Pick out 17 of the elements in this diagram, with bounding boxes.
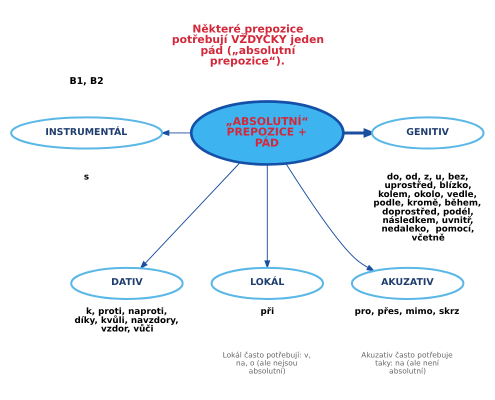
node-ellipse: DATIV <box>70 266 184 300</box>
node-label: pro, přes, mimo, skrz <box>354 307 460 318</box>
node-ellipse: LOKÁL <box>210 266 324 300</box>
node-ellipse: „ABSOLUTNÍ“ PREPOZICE + PÁD <box>190 100 345 166</box>
node-label: do, od, z, u, bez, uprostřed, blízko, kolem, okolo, vedle, podle, kromě, během, doprostřed, podél, následkem, uvnitř, nedaleko, pomocí, včetně <box>373 172 482 244</box>
node-ellipse: INSTRUMENTÁL <box>10 116 164 150</box>
label: B1, B2 <box>70 76 104 87</box>
node-label: s <box>84 172 90 182</box>
arrow <box>140 162 241 270</box>
diagram-title: Některé prepozice potřebují VŽDYCKY jeden pád („absolutní prepozice“). <box>172 22 324 68</box>
node-ellipse: AKUZATIV <box>350 266 464 300</box>
arrow <box>285 162 376 272</box>
node-label: při <box>260 307 274 318</box>
arrow <box>160 130 192 136</box>
node-label: k, proti, naproti, díky, kvůli, navzdory, vzdor, vůči <box>74 307 179 335</box>
node-ellipse: GENITIV <box>371 116 485 150</box>
arrow <box>264 164 270 269</box>
